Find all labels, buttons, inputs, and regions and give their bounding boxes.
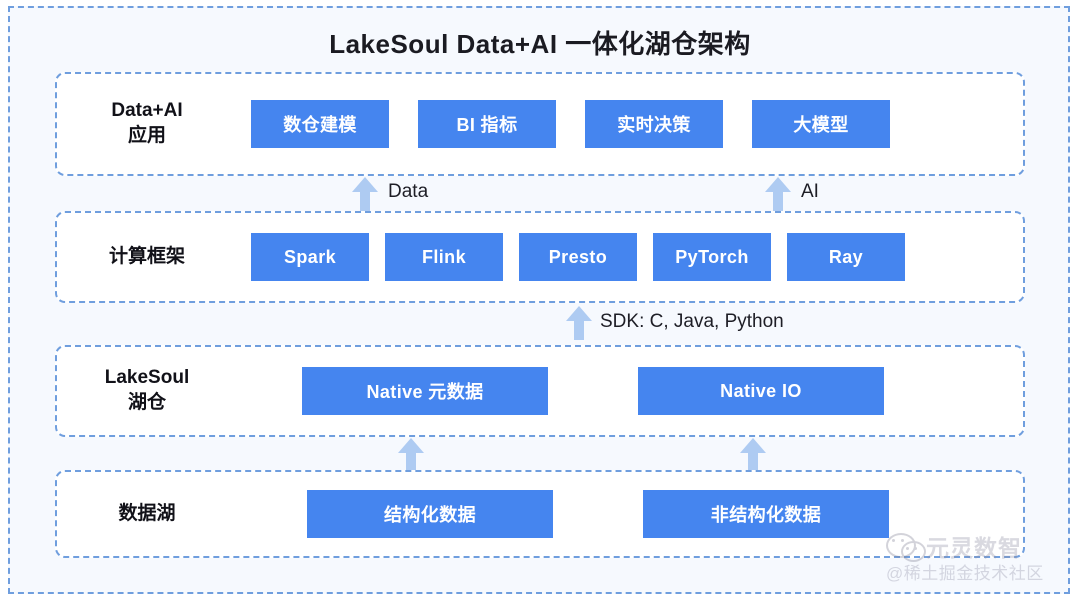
chip-presto[interactable]: Presto bbox=[519, 233, 637, 281]
chip-ray[interactable]: Ray bbox=[787, 233, 905, 281]
ai-arrow-label: AI bbox=[801, 181, 819, 202]
data-arrow-label: Data bbox=[388, 181, 429, 202]
chip-data-warehouse-modeling[interactable]: 数仓建模 bbox=[251, 100, 389, 148]
layer-label-lakehouse: LakeSoul 湖仓 bbox=[104, 367, 190, 413]
page-title: LakeSoul Data+AI 一体化湖仓架构 bbox=[329, 29, 751, 59]
chip-realtime-decision[interactable]: 实时决策 bbox=[585, 100, 723, 148]
layer-compute: 计算框架 Spark Flink Presto PyTorch Ray bbox=[55, 211, 1025, 303]
chip-structured-data[interactable]: 结构化数据 bbox=[307, 490, 553, 538]
data-arrow-icon bbox=[352, 177, 378, 211]
chip-native-io[interactable]: Native IO bbox=[638, 367, 884, 415]
chip-spark[interactable]: Spark bbox=[251, 233, 369, 281]
layer-items-apps: 数仓建模 BI 指标 实时决策 大模型 bbox=[237, 74, 1023, 174]
chip-pytorch[interactable]: PyTorch bbox=[653, 233, 771, 281]
ai-arrow-icon bbox=[765, 177, 791, 211]
chip-native-metadata[interactable]: Native 元数据 bbox=[302, 367, 548, 415]
layer-items-compute: Spark Flink Presto PyTorch Ray bbox=[237, 213, 1023, 301]
chip-bi-metrics[interactable]: BI 指标 bbox=[418, 100, 556, 148]
metadata-arrow-icon bbox=[398, 438, 424, 472]
layer-lakehouse: LakeSoul 湖仓 Native 元数据 Native IO bbox=[55, 345, 1025, 437]
sdk-arrow-icon bbox=[566, 306, 592, 340]
chip-large-model[interactable]: 大模型 bbox=[752, 100, 890, 148]
layer-items-datalake: 结构化数据 非结构化数据 bbox=[237, 472, 1023, 556]
layer-apps: Data+AI 应用 数仓建模 BI 指标 实时决策 大模型 bbox=[55, 72, 1025, 176]
chip-unstructured-data[interactable]: 非结构化数据 bbox=[643, 490, 889, 538]
layer-items-lakehouse: Native 元数据 Native IO bbox=[237, 347, 1023, 435]
layer-label-compute: 计算框架 bbox=[108, 245, 185, 267]
layer-label-datalake: 数据湖 bbox=[118, 502, 176, 524]
sdk-arrow-label: SDK: C, Java, Python bbox=[600, 311, 784, 332]
layer-label-apps: Data+AI 应用 bbox=[111, 100, 183, 146]
io-arrow-icon bbox=[740, 438, 766, 472]
layer-datalake: 数据湖 结构化数据 非结构化数据 bbox=[55, 470, 1025, 558]
chip-flink[interactable]: Flink bbox=[385, 233, 503, 281]
